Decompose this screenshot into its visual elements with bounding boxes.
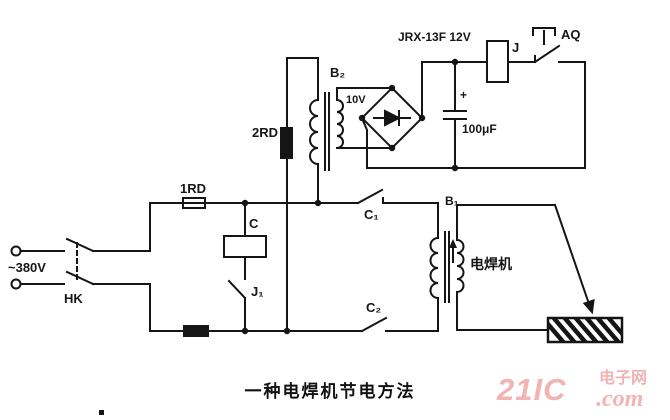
capacitor-100uf	[443, 61, 467, 169]
label-capacitance: 100μF	[462, 122, 497, 136]
bridge-rectifier	[360, 86, 424, 150]
fuse-2rd-branch	[280, 57, 319, 332]
label-relay-coil: J	[512, 40, 520, 55]
fuse-bottom	[183, 325, 209, 337]
wire-dc-positive	[421, 61, 488, 119]
label-fuse-1rd: 1RD	[180, 181, 207, 196]
label-welder: 电焊机	[470, 256, 512, 272]
push-button-aq	[532, 27, 586, 169]
label-aux-transformer: B₂	[330, 65, 346, 80]
contact-c1	[356, 188, 384, 205]
fuse-1rd	[182, 197, 206, 209]
label-main-switch: HK	[64, 291, 83, 306]
label-main-transformer: B₁	[445, 194, 459, 208]
label-contact-c1: C₁	[364, 207, 379, 222]
label-secondary-voltage: 10V	[346, 94, 366, 106]
junction-dots	[99, 58, 459, 415]
wire-dc-negative	[360, 116, 584, 169]
transformer-b1	[429, 202, 465, 332]
figure-caption: 一种电焊机节电方法	[244, 382, 416, 401]
label-contactor-coil: C	[249, 216, 259, 231]
label-relay-model: JRX-13F 12V	[398, 30, 471, 44]
watermark-suffix: .com	[596, 386, 644, 412]
label-supply-voltage: ~380V	[8, 260, 46, 275]
watermark-brand: 21IC	[497, 372, 567, 407]
label-cap-polarity: +	[460, 88, 468, 102]
transformer-b2	[309, 87, 393, 204]
label-relay-contact-j1: J₁	[251, 284, 264, 299]
relay-coil-j	[486, 40, 536, 83]
label-fuse-2rd: 2RD	[252, 125, 279, 140]
welding-output	[456, 203, 595, 331]
label-contact-c2: C₂	[366, 300, 382, 315]
watermark-site: 电子网	[599, 370, 648, 387]
hk-switch	[20, 237, 151, 286]
contact-c2	[360, 316, 388, 333]
workpiece	[546, 316, 624, 344]
contactor-coil-branch	[223, 202, 267, 332]
label-start-button: AQ	[561, 27, 581, 42]
